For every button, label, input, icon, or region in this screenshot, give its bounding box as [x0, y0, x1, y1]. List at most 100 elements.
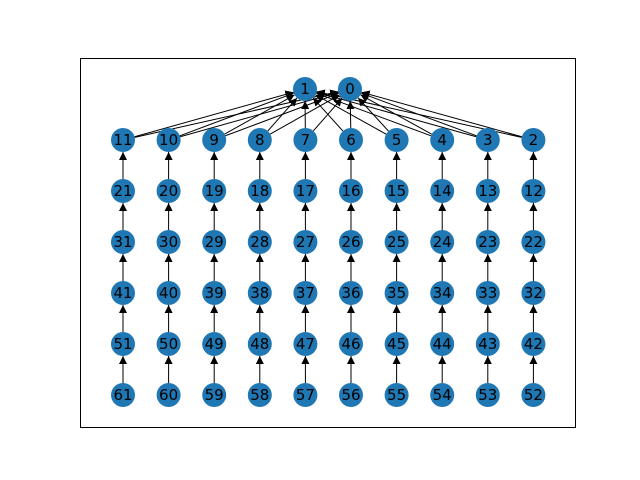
node-label: 27 — [296, 233, 315, 251]
node-circle — [156, 383, 181, 407]
node-circle — [430, 179, 455, 203]
node-21: 21 — [111, 179, 135, 203]
node-label: 61 — [113, 386, 132, 404]
node-label: 38 — [250, 284, 269, 302]
node-circle — [247, 128, 272, 152]
node-circle — [293, 383, 318, 407]
node-8: 8 — [247, 128, 272, 152]
node-label: 54 — [433, 386, 452, 404]
node-12: 12 — [521, 179, 546, 203]
node-label: 2 — [529, 131, 539, 149]
node-circle — [247, 281, 272, 305]
node-43: 43 — [475, 332, 500, 356]
node-54: 54 — [430, 383, 455, 407]
node-label: 53 — [478, 386, 497, 404]
node-circle — [111, 332, 135, 356]
node-60: 60 — [156, 383, 181, 407]
node-5: 5 — [384, 128, 409, 152]
node-circle — [338, 77, 362, 101]
node-circle — [111, 230, 135, 254]
plot-frame — [80, 58, 576, 428]
node-label: 55 — [387, 386, 406, 404]
edge-6-to-0 — [346, 100, 355, 129]
node-28: 28 — [247, 230, 272, 254]
node-label: 41 — [113, 284, 132, 302]
node-61: 61 — [111, 383, 135, 407]
node-label: 40 — [159, 284, 178, 302]
node-19: 19 — [202, 179, 227, 203]
node-circle — [111, 383, 135, 407]
node-label: 43 — [478, 335, 497, 353]
node-37: 37 — [293, 281, 318, 305]
node-7: 7 — [293, 128, 318, 152]
node-label: 13 — [478, 182, 497, 200]
node-circle — [430, 230, 455, 254]
node-circle — [384, 383, 409, 407]
node-10: 10 — [156, 128, 181, 152]
node-circle — [475, 383, 500, 407]
node-48: 48 — [247, 332, 272, 356]
edge-2-to-0 — [361, 90, 522, 138]
node-22: 22 — [521, 230, 546, 254]
node-circle — [475, 332, 500, 356]
node-label: 5 — [392, 131, 402, 149]
edge-5-to-0 — [357, 97, 389, 132]
node-label: 21 — [113, 182, 132, 200]
node-33: 33 — [475, 281, 500, 305]
node-52: 52 — [521, 383, 546, 407]
node-circle — [247, 230, 272, 254]
node-44: 44 — [430, 332, 455, 356]
node-label: 18 — [250, 182, 269, 200]
node-label: 56 — [341, 386, 360, 404]
node-circle — [202, 230, 227, 254]
node-circle — [384, 281, 409, 305]
node-39: 39 — [202, 281, 227, 305]
node-label: 25 — [387, 233, 406, 251]
node-label: 9 — [209, 131, 219, 149]
node-circle — [521, 383, 546, 407]
edge-layer — [119, 89, 538, 383]
node-label: 46 — [341, 335, 360, 353]
node-17: 17 — [293, 179, 318, 203]
node-circle — [293, 77, 317, 101]
node-label: 16 — [341, 182, 360, 200]
node-label: 32 — [524, 284, 543, 302]
node-circle — [111, 179, 135, 203]
node-circle — [111, 281, 135, 305]
node-label: 59 — [205, 386, 224, 404]
node-51: 51 — [111, 332, 135, 356]
node-25: 25 — [384, 230, 409, 254]
node-label: 4 — [437, 131, 447, 149]
node-circle — [202, 332, 227, 356]
node-49: 49 — [202, 332, 227, 356]
node-circle — [384, 230, 409, 254]
node-label: 57 — [296, 386, 315, 404]
node-circle — [475, 230, 500, 254]
node-circle — [202, 281, 227, 305]
node-circle — [521, 332, 546, 356]
node-circle — [339, 281, 363, 305]
node-label: 15 — [387, 182, 406, 200]
node-label: 47 — [296, 335, 315, 353]
node-circle — [156, 230, 181, 254]
node-13: 13 — [475, 179, 500, 203]
node-circle — [247, 179, 272, 203]
node-36: 36 — [339, 281, 363, 305]
node-circle — [430, 281, 455, 305]
node-label: 8 — [255, 131, 265, 149]
node-label: 7 — [301, 131, 311, 149]
node-label: 11 — [113, 131, 132, 149]
node-53: 53 — [475, 383, 500, 407]
node-circle — [293, 332, 318, 356]
node-label: 35 — [387, 284, 406, 302]
node-circle — [156, 128, 181, 152]
node-label: 52 — [524, 386, 543, 404]
node-circle — [156, 179, 181, 203]
node-59: 59 — [202, 383, 227, 407]
node-label: 48 — [250, 335, 269, 353]
node-circle — [384, 128, 409, 152]
node-38: 38 — [247, 281, 272, 305]
node-6: 6 — [339, 128, 363, 152]
edge-3-to-0 — [361, 92, 477, 137]
node-4: 4 — [430, 128, 455, 152]
